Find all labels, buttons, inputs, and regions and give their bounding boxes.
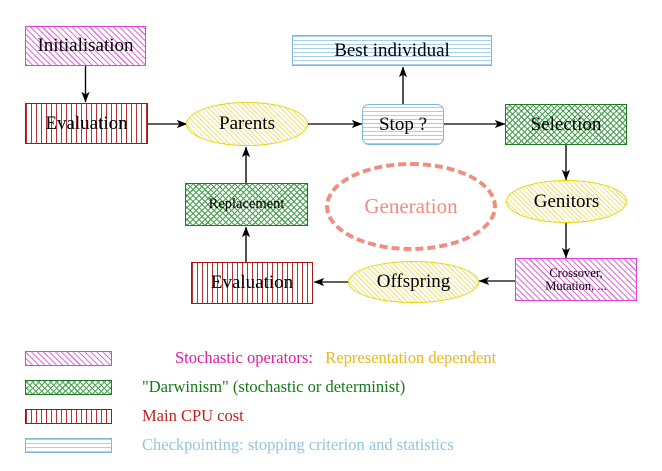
node-selection[interactable]: Selection bbox=[505, 104, 627, 145]
legend-label-representation-dependent: Representation dependent bbox=[325, 348, 497, 367]
legend-row-main-cpu-cost: Main CPU cost bbox=[0, 403, 662, 429]
node-genitors-label: Genitors bbox=[533, 190, 600, 212]
node-crossover-mutation[interactable]: Crossover, Mutation, ... bbox=[515, 258, 637, 301]
legend-swatch-red bbox=[25, 408, 112, 424]
legend: Stochastic operators: Representation dep… bbox=[0, 340, 662, 471]
node-stop[interactable]: Stop ? bbox=[362, 104, 444, 145]
node-replacement-label: Replacement bbox=[208, 195, 285, 212]
legend-swatch-blue bbox=[25, 437, 112, 453]
generation-label: Generation bbox=[364, 194, 458, 218]
node-replacement[interactable]: Replacement bbox=[185, 183, 308, 226]
legend-label-darwinism: "Darwinism" (stochastic or determinist) bbox=[142, 377, 406, 396]
node-evaluation-bottom-label: Evaluation bbox=[210, 272, 294, 294]
node-offspring-label: Offspring bbox=[376, 271, 451, 293]
legend-label-main-cpu-cost: Main CPU cost bbox=[142, 406, 244, 425]
node-initialisation[interactable]: Initialisation bbox=[25, 26, 146, 66]
legend-label-stochastic-operators: Stochastic operators: bbox=[175, 348, 313, 367]
legend-swatch-magenta bbox=[25, 350, 112, 366]
legend-swatch-green bbox=[25, 379, 112, 395]
node-evaluation-top[interactable]: Evaluation bbox=[25, 103, 148, 144]
node-selection-label: Selection bbox=[530, 113, 602, 135]
node-parents[interactable]: Parents bbox=[186, 102, 308, 146]
node-crossover-mutation-label: Crossover, Mutation, ... bbox=[545, 265, 607, 293]
node-offspring[interactable]: Offspring bbox=[348, 261, 479, 303]
legend-row-darwinism: "Darwinism" (stochastic or determinist) bbox=[0, 374, 662, 400]
legend-label-checkpointing: Checkpointing: stopping criterion and st… bbox=[142, 435, 454, 454]
generation-cycle-ellipse: Generation bbox=[325, 162, 497, 251]
node-best-individual-label: Best individual bbox=[334, 39, 450, 61]
node-genitors[interactable]: Genitors bbox=[506, 180, 627, 223]
node-evaluation-top-label: Evaluation bbox=[45, 112, 128, 134]
legend-row-stochastic-operators: Stochastic operators: Representation dep… bbox=[0, 345, 662, 371]
legend-row-checkpointing: Checkpointing: stopping criterion and st… bbox=[0, 432, 662, 458]
node-stop-label: Stop ? bbox=[378, 113, 428, 135]
node-evaluation-bottom[interactable]: Evaluation bbox=[191, 262, 313, 304]
node-best-individual[interactable]: Best individual bbox=[292, 35, 492, 66]
node-parents-label: Parents bbox=[219, 113, 275, 135]
node-initialisation-label: Initialisation bbox=[37, 35, 134, 57]
